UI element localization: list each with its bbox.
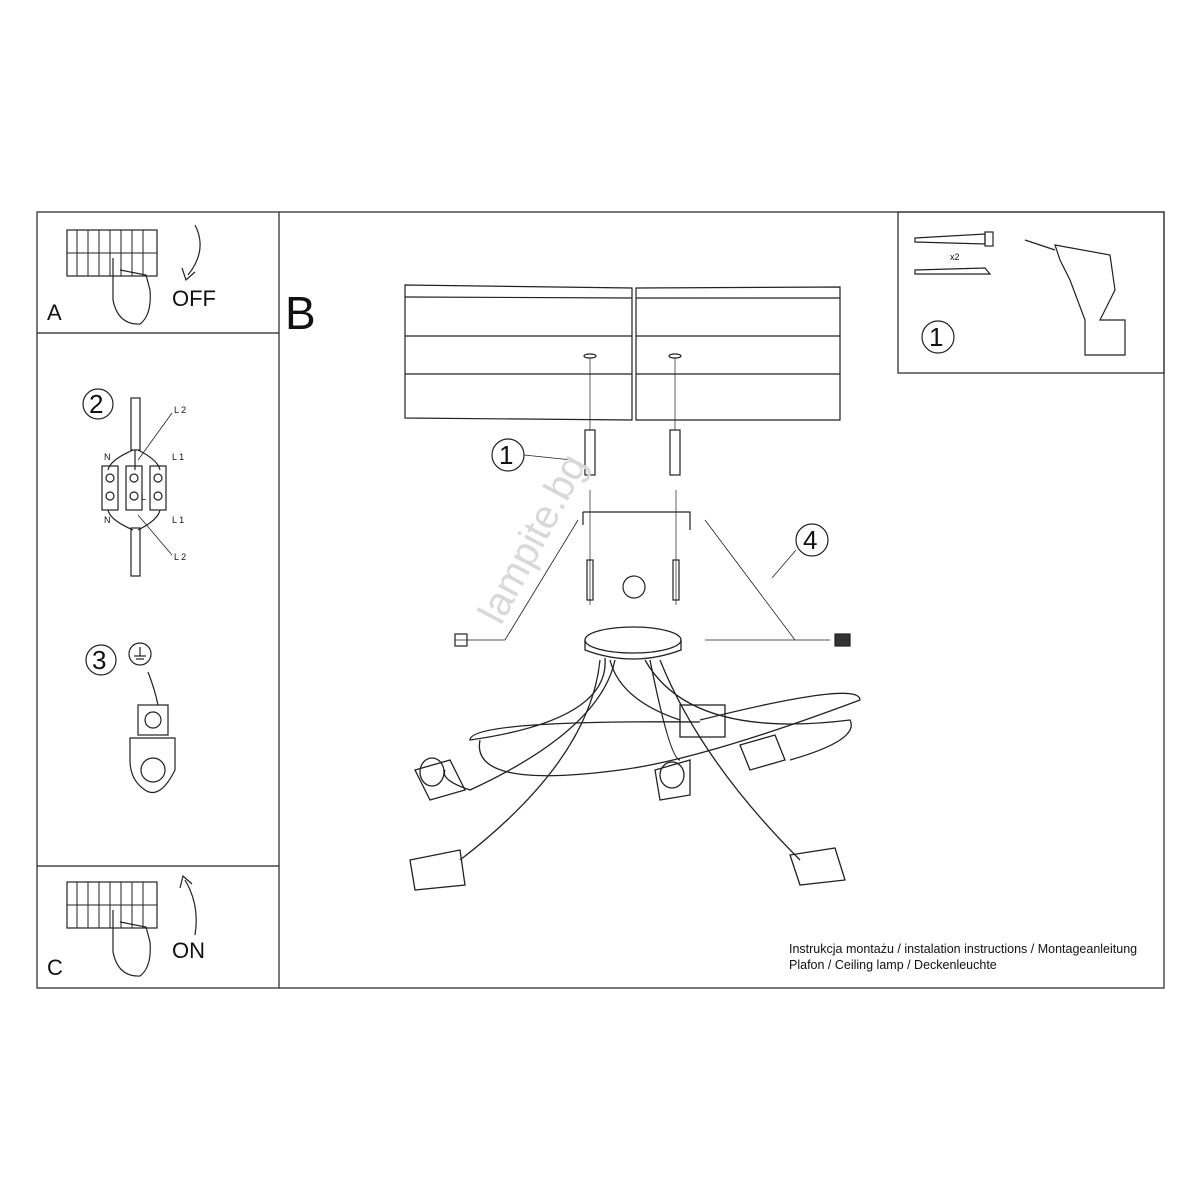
breaker-icon-off [66, 224, 201, 325]
ceiling-panels [404, 284, 841, 430]
on-label: ON [172, 938, 205, 963]
panel-c-label: C [47, 955, 63, 980]
ground-terminal [85, 642, 176, 794]
caption-line-2: Plafon / Ceiling lamp / Deckenleuchte [789, 958, 997, 972]
mounting-bracket [454, 490, 851, 647]
caption: Instrukcja montażu / instalation instruc… [789, 941, 1137, 973]
off-label: OFF [172, 286, 216, 311]
breaker-icon-on [66, 874, 197, 977]
wire-label-n-bottom: N [104, 515, 111, 525]
wire-label-n-top: N [104, 452, 111, 462]
wire-label-l2-bottom: L 2 [174, 552, 187, 562]
wire-label-l2-top: L 2 [174, 405, 187, 415]
callout-4 [795, 523, 829, 557]
tools-box [897, 211, 1165, 374]
quantity-label: x2 [950, 252, 960, 262]
callout-1-number: 1 [499, 440, 514, 470]
tools-illustration [914, 231, 1126, 356]
wire-label-l1-bottom: L 1 [172, 515, 185, 525]
step-3-number: 3 [92, 645, 107, 675]
wire-label-l1-top: L 1 [172, 452, 185, 462]
callout-4-number: 4 [803, 525, 818, 555]
panel-a-label: A [47, 300, 62, 325]
ceiling-lamp [409, 626, 861, 891]
step-2-number: 2 [89, 389, 104, 419]
outer-frame [36, 211, 1165, 989]
wiring-diagram [82, 388, 173, 577]
caption-line-1: Instrukcja montażu / instalation instruc… [789, 942, 1138, 956]
panel-b-label: B [285, 287, 316, 339]
wall-plugs [584, 429, 681, 476]
wire-label-l: L [141, 492, 147, 502]
step-1-number: 1 [929, 322, 944, 352]
